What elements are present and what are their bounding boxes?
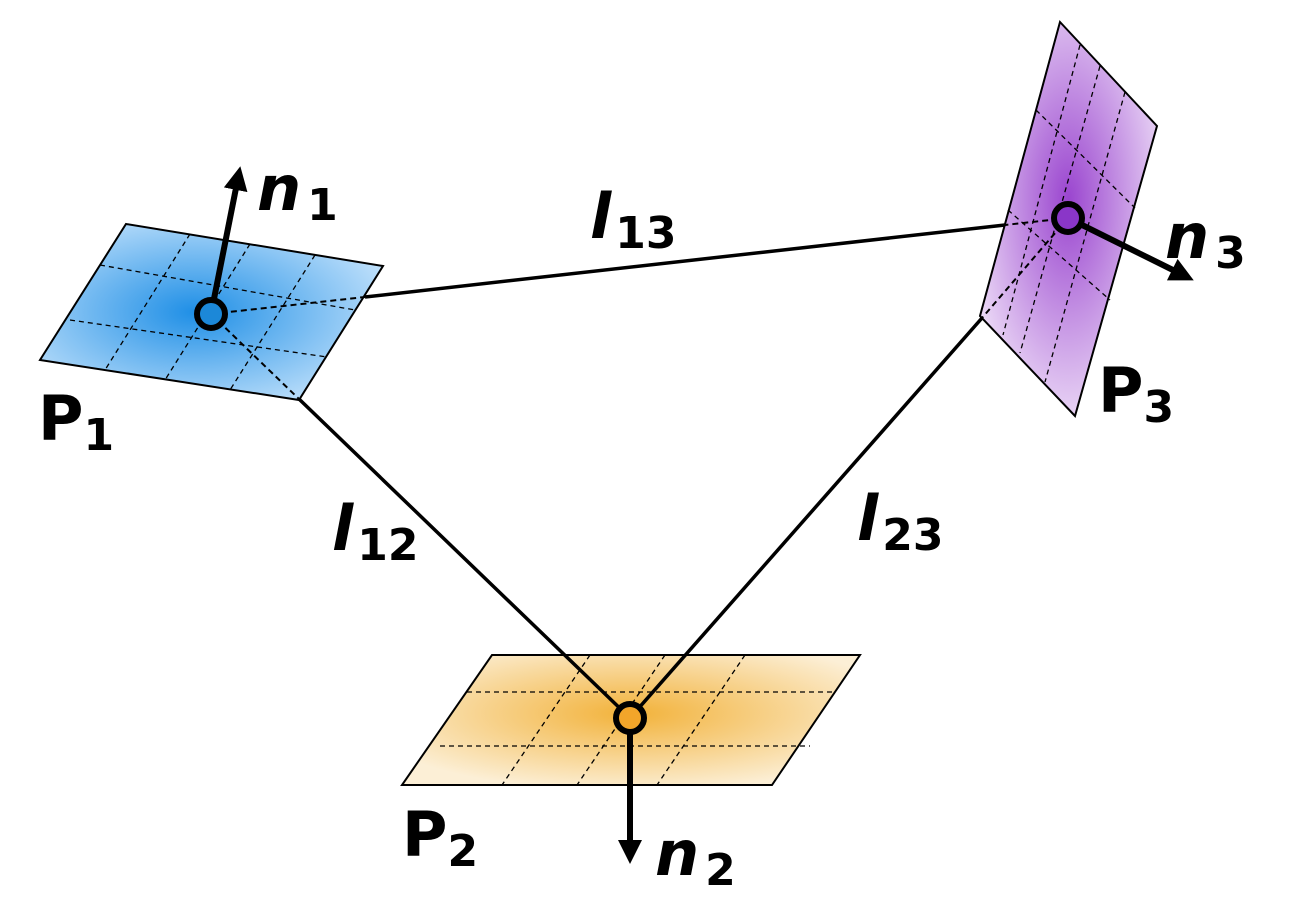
point-p3 (1051, 201, 1085, 235)
point-p2 (613, 701, 647, 735)
link-label-l12: l12 (332, 492, 419, 571)
point-p1 (194, 297, 228, 331)
link-lines (297, 223, 1006, 720)
link-label-l23: l23 (857, 482, 944, 561)
link-line-12 (297, 397, 632, 720)
link-label-l13: l13 (590, 180, 677, 259)
plane-label-p2: P2 (402, 798, 478, 877)
link-line-23 (628, 316, 984, 720)
plane-label-p3: P3 (1098, 354, 1174, 433)
link-line-13 (364, 223, 1006, 299)
plane-p1-grid (69, 233, 356, 391)
plane-label-p1: P1 (38, 382, 114, 461)
normal-arrow-n3 (1066, 215, 1194, 281)
normal-arrow-n1 (208, 166, 248, 315)
